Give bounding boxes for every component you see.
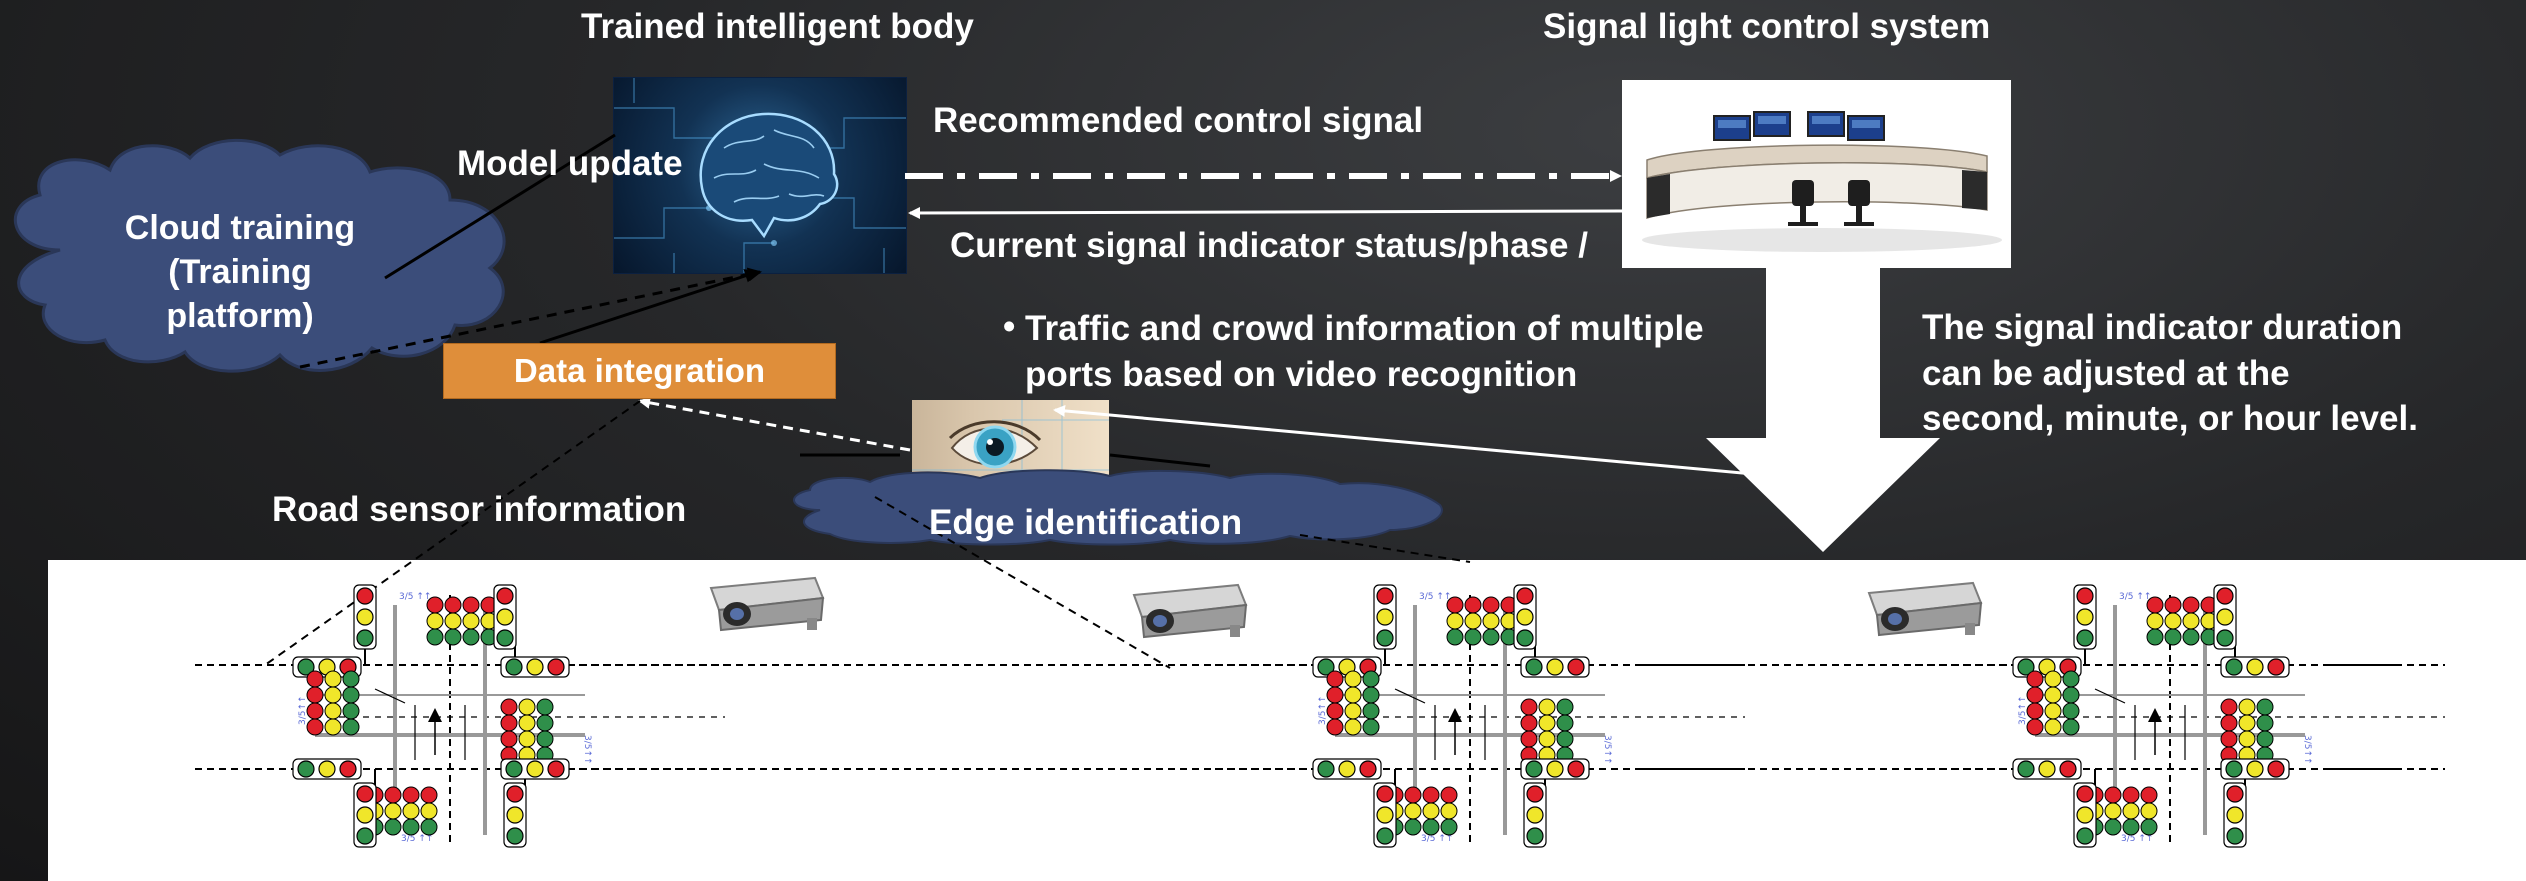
recommended-signal-label: Recommended control signal [933,101,1424,140]
duration-line-1: The signal indicator duration [1922,308,2403,347]
current-status-label: Current signal indicator status/phase / [950,226,1588,265]
duration-line-3: second, minute, or hour level. [1922,399,2418,438]
control-desk-icon [1622,80,2011,268]
cloud-line-3: platform) [166,297,314,336]
data-integration-label: Data integration [513,352,766,389]
edge-cloud-shape [793,469,1443,546]
intersection-3 [1915,585,2445,847]
model-update-label: Model update [457,144,683,183]
duration-line-2: can be adjusted at the [1922,353,2290,393]
big-down-arrow [1706,268,1940,552]
road-sensor-label: Road sensor information [272,490,687,529]
traffic-info-text: • Traffic and crowd information of multi… [1003,306,1704,397]
bullet-mark: • [1003,307,1016,346]
signal-system-title: Signal light control system [1543,7,1991,46]
cctv-camera-icon [1133,584,1247,638]
cloud-shape [13,138,506,373]
traffic-line-2: ports based on video recognition [1025,354,1578,394]
edge-identification-label: Edge identification [929,503,1243,542]
brain-circuit-icon [613,77,907,274]
intersection-1 [195,585,725,847]
trained-body-title: Trained intelligent body [581,7,974,46]
cloud-training-label: Cloud training (Training platform) [70,206,410,339]
cctv-camera-icon [1868,582,1982,636]
cloud-line-2: (Training [168,253,312,292]
cloud-line-1: Cloud training [124,209,356,247]
traffic-line-1: Traffic and crowd information of multipl… [1025,309,1704,348]
cctv-camera-icon [710,577,824,631]
intersection-2 [1215,585,1745,847]
data-integration-box: Data integration [443,343,836,399]
duration-text: The signal indicator duration can be adj… [1922,305,2418,442]
